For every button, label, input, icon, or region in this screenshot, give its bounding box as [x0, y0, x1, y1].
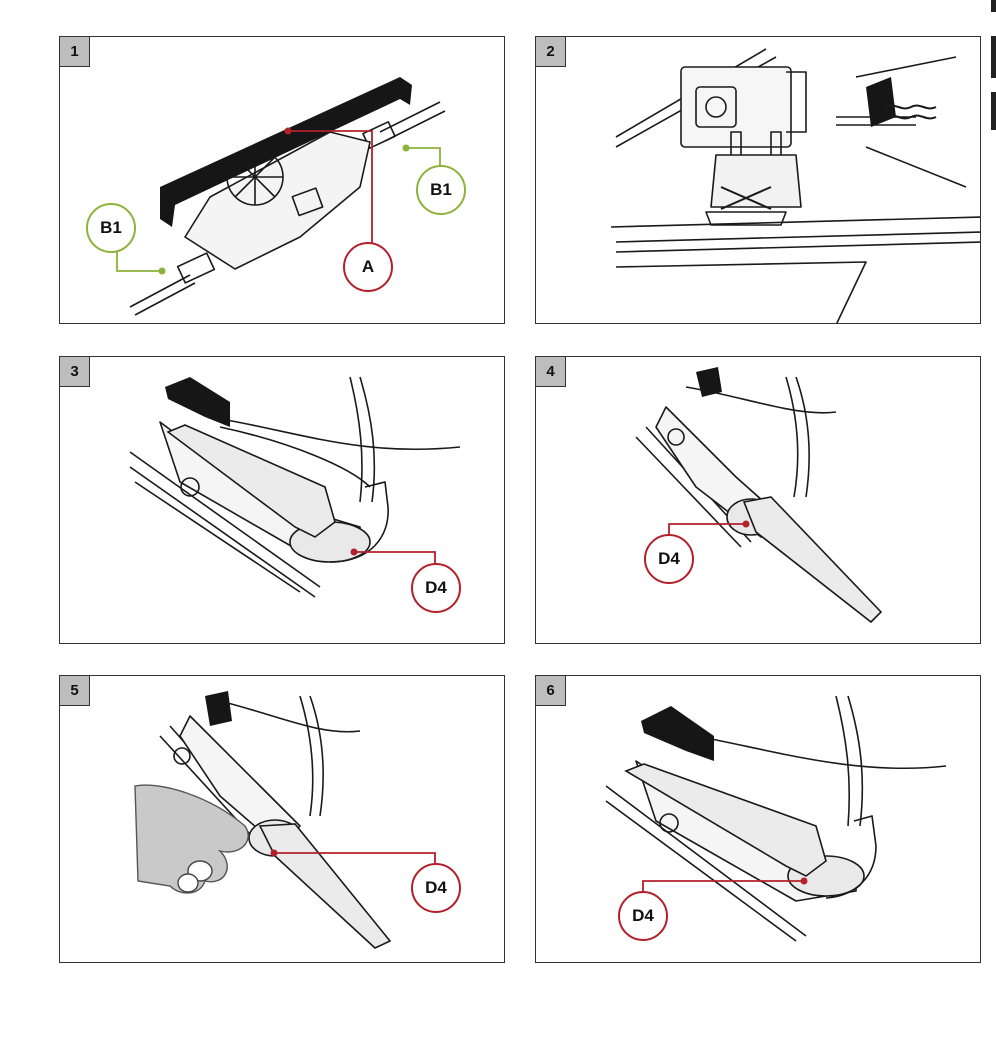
edge-mark [991, 92, 996, 130]
panel-step-5: 5 D4 [59, 675, 505, 963]
callout-label: B1 [86, 203, 136, 253]
callout-label: D4 [411, 863, 461, 913]
step-number-badge: 3 [60, 357, 90, 387]
panel-step-1: 1 A B1 B1 [59, 36, 505, 324]
callout-label: D4 [644, 534, 694, 584]
panel-step-2: 2 [535, 36, 981, 324]
panel-step-4: 4 D4 [535, 356, 981, 644]
illustration-wrench-final [605, 695, 947, 942]
step-number-badge: 6 [536, 676, 566, 706]
step-number-badge: 4 [536, 357, 566, 387]
edge-mark [991, 36, 996, 78]
step-number-badge: 2 [536, 37, 566, 67]
step-number-badge: 5 [60, 676, 90, 706]
panel-step-6: 6 D4 [535, 675, 981, 963]
callout-label: A [343, 242, 393, 292]
panel-step-3: 3 D4 [59, 356, 505, 644]
callout-label: D4 [618, 891, 668, 941]
callout-label: B1 [416, 165, 466, 215]
callout-label: D4 [411, 563, 461, 613]
step-number-badge: 1 [60, 37, 90, 67]
edge-mark [991, 0, 996, 12]
illustration-wrench-rotated [635, 367, 883, 624]
illustration-clip-housing [116, 77, 446, 316]
illustration-hand-holding-wrench [134, 691, 436, 949]
illustration-wrench-on-clip [129, 376, 461, 598]
illustration-motor-bracket [610, 48, 980, 323]
